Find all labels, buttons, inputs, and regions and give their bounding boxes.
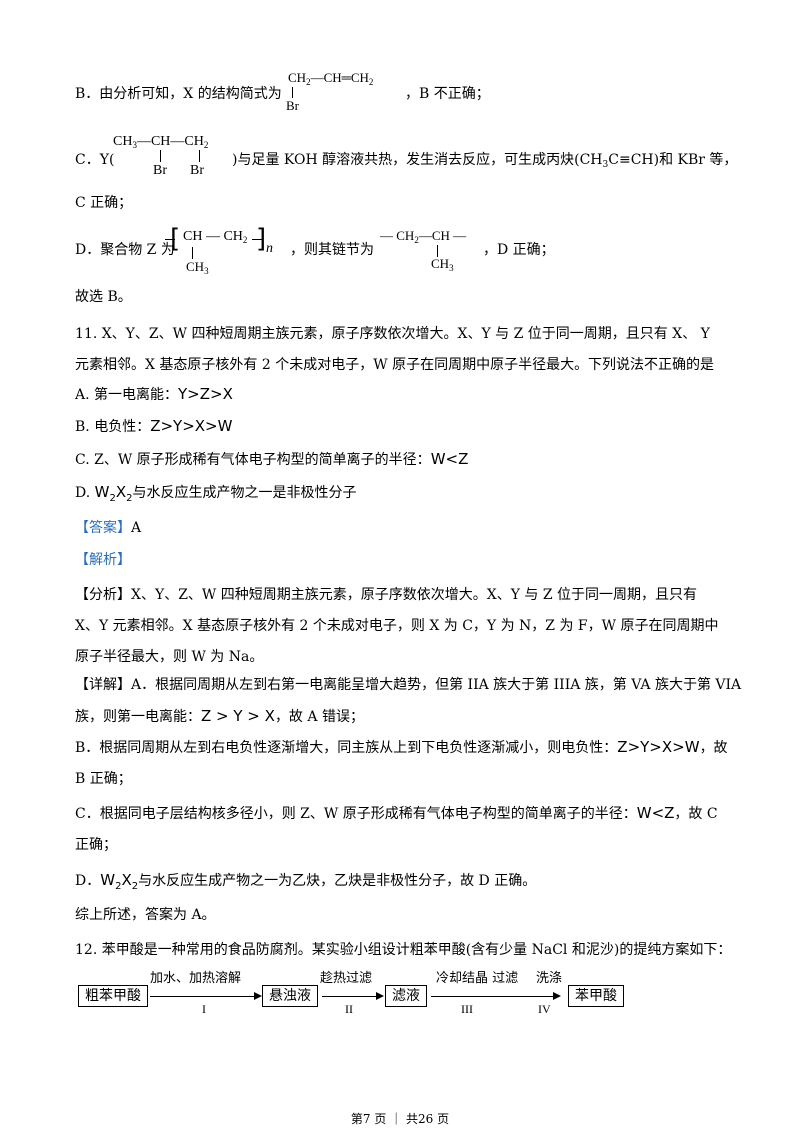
bond-line — [252, 239, 262, 240]
q11-summary: 综上所述，答案为 A。 — [75, 907, 216, 923]
q11-fenxi: 【分析】X、Y、Z、W 四种短周期主族元素，原子序数依次增大。X、Y 与 Z 位… — [75, 587, 719, 665]
polymer-bracket-left: [ — [170, 224, 181, 254]
answer-line: 【答案】A — [75, 518, 141, 538]
q11-stem: 11. X、Y、Z、W 四种短周期主族元素，原子序数依次增大。X、Y 与 Z 位… — [75, 326, 715, 373]
bond-line — [165, 239, 175, 240]
q11-option-c: C. Z、W 原子形成稀有气体电子构型的简单离子的半径：W<Z — [75, 450, 469, 468]
flow-box-suspension: 悬浊液 — [262, 985, 318, 1007]
bond-line — [292, 87, 293, 98]
structure-y-br2: Br — [190, 163, 204, 178]
structure-y-formula: CH3—CH—CH2 — [113, 134, 209, 150]
option-d-prefix: D．聚合物 Z 为 — [75, 242, 175, 258]
q11-detail-a1: 【详解】A．根据同周期从左到右第一电离能呈增大趋势，但第 IIA 族大于第 II… — [75, 677, 742, 693]
flow-arrowhead-1 — [254, 992, 262, 1000]
option-b-conclusion: ，B 不正确； — [405, 86, 490, 102]
polymer-z-formula: CH — CH2 — [183, 229, 248, 245]
analysis-tag: 【解析】 — [75, 552, 131, 568]
answer-tag: 【答案】 — [75, 520, 131, 536]
bond-line — [160, 150, 161, 162]
step-1-roman: I — [202, 1002, 206, 1016]
option-b-analysis: B．由分析可知，X 的结构简式为 — [75, 86, 282, 102]
option-c-prefix: C．Y( — [75, 152, 115, 168]
q11-detail-d: D．W2X2与水反应生成产物之一为乙炔，乙炔是非极性分子，故 D 正确。 — [75, 871, 537, 892]
step-3-label: 冷却结晶 过滤 — [436, 971, 519, 986]
structure-y-br1: Br — [153, 163, 167, 178]
answer-value: A — [131, 520, 142, 536]
q11-option-b: B. 电负性：Z>Y>X>W — [75, 417, 233, 435]
bond-line — [199, 150, 200, 162]
flow-arrow-3 — [431, 996, 555, 997]
flow-box-benzoic-acid: 苯甲酸 — [568, 985, 624, 1007]
q11-detail-b2: B 正确； — [75, 771, 132, 787]
structure-x-formula: CH2—CH═CH2 — [288, 70, 374, 87]
structure-x-br: Br — [286, 98, 299, 113]
bond-line — [437, 245, 438, 257]
flow-arrowhead-3 — [553, 992, 561, 1000]
step-4-roman: IV — [538, 1002, 551, 1016]
polymer-methyl: CH3 — [186, 259, 209, 276]
option-c-conclusion: C 正确； — [75, 195, 133, 211]
step-1-label: 加水、加热溶解 — [150, 971, 242, 986]
flow-box-filtrate: 滤液 — [385, 985, 427, 1007]
step-2-label: 趁热过滤 — [320, 971, 373, 986]
polymer-n: n — [266, 241, 273, 256]
q11-detail-a2: 族，则第一电离能：Z > Y > X，故 A 错误； — [75, 707, 364, 725]
q11-option-d: D. W2X2与水反应生成产物之一是非极性分子 — [75, 483, 357, 504]
q11-option-a: A. 第一电离能：Y>Z>X — [75, 385, 233, 403]
chain-unit-formula: — CH2—CH — — [380, 228, 467, 245]
option-d-conclusion: ，D 正确； — [483, 242, 555, 258]
option-c-text: )与足量 KOH 醇溶液共热，发生消去反应，可生成丙炔(CH3C≡CH)和 KB… — [232, 152, 738, 170]
flow-box-crude: 粗苯甲酸 — [78, 985, 148, 1007]
option-d-mid: ，则其链节为 — [290, 242, 374, 258]
q11-detail-c2: 正确； — [75, 837, 117, 853]
q11-detail-c1: C．根据同电子层结构核多径小，则 Z、W 原子形成稀有气体电子构型的简单离子的半… — [75, 804, 718, 822]
step-2-roman: II — [345, 1002, 353, 1016]
choose-b: 故选 B。 — [75, 289, 132, 305]
flow-arrow-2 — [322, 996, 378, 997]
flow-arrowhead-2 — [376, 992, 384, 1000]
step-4-label: 洗涤 — [536, 971, 563, 986]
flow-arrow-1 — [150, 996, 256, 997]
q11-detail-b1: B．根据同周期从左到右电负性逐渐增大，同主族从上到下电负性逐渐减小，则电负性：Z… — [75, 738, 728, 756]
bond-line — [192, 247, 193, 259]
step-3-roman: III — [461, 1002, 473, 1016]
page-footer: 第7 页 ｜ 共26 页 — [350, 1112, 450, 1126]
q12-stem: 12. 苯甲酸是一种常用的食品防腐剂。某实验小组设计粗苯甲酸(含有少量 NaCl… — [75, 942, 732, 958]
chain-unit-methyl: CH3 — [431, 256, 454, 273]
